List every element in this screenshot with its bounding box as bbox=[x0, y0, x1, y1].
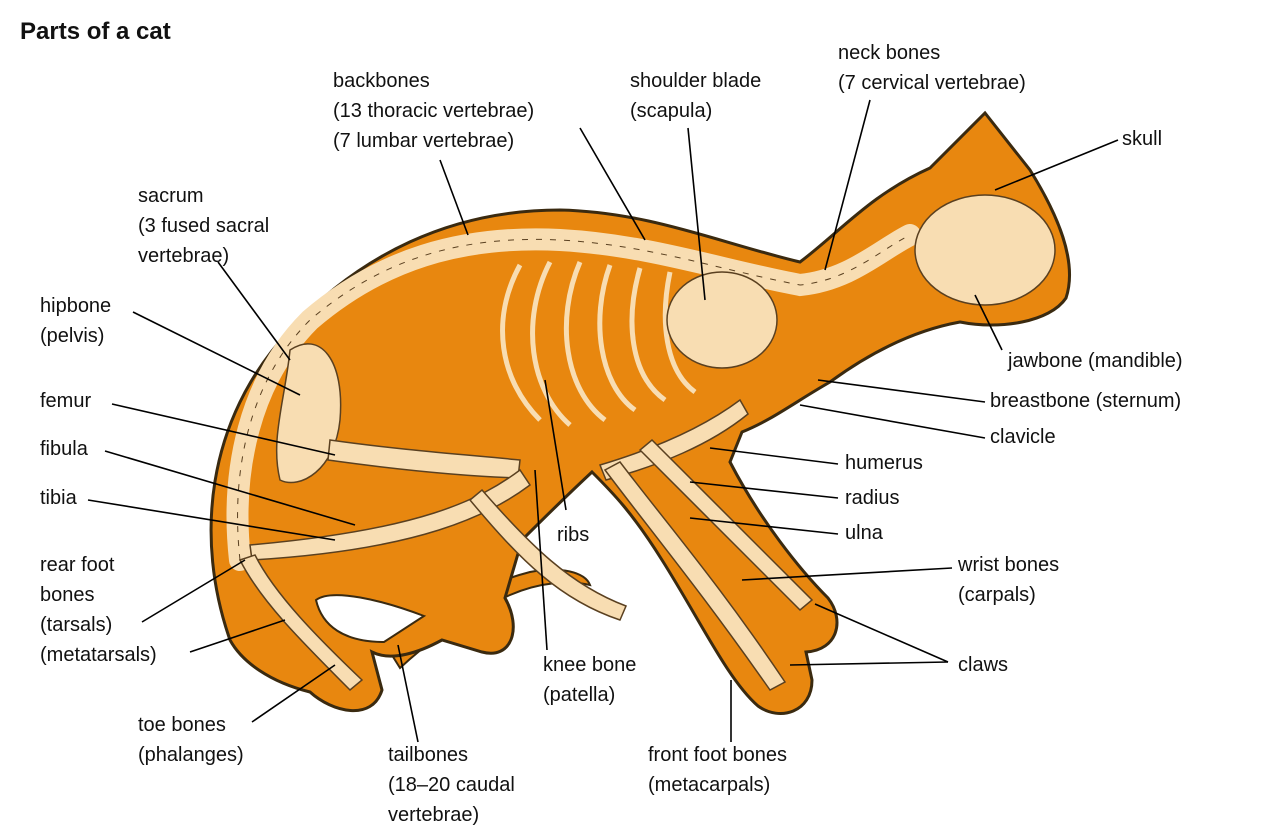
label-line: hipbone bbox=[40, 295, 112, 317]
label-line: femur bbox=[40, 390, 92, 412]
front-thigh bbox=[468, 488, 627, 621]
label-line: humerus bbox=[845, 452, 923, 474]
label-line: tibia bbox=[40, 487, 77, 509]
label-line: vertebrae) bbox=[388, 804, 480, 826]
label-line: toe bones bbox=[138, 714, 226, 736]
label-line: knee bone bbox=[543, 654, 637, 676]
humerus-bone bbox=[598, 398, 749, 481]
label-line: (carpals) bbox=[958, 584, 1036, 606]
label-neck-bones: neck bones (7 cervical vertebrae) bbox=[838, 38, 1026, 98]
label-claws: claws bbox=[958, 650, 1008, 680]
diagram-title: Parts of a cat bbox=[20, 18, 171, 45]
label-line: wrist bones bbox=[958, 554, 1060, 576]
ribs-bones bbox=[500, 260, 697, 427]
leg-gap bbox=[314, 594, 427, 644]
label-radius: radius bbox=[845, 483, 899, 513]
label-fibula: fibula bbox=[40, 434, 88, 464]
label-femur: femur bbox=[40, 386, 91, 416]
label-line: shoulder blade bbox=[630, 70, 762, 92]
label-breastbone: breastbone (sternum) bbox=[990, 386, 1181, 416]
label-humerus: humerus bbox=[845, 448, 923, 478]
label-backbones: backbones (13 thoracic vertebrae) (7 lumba… bbox=[333, 66, 534, 156]
label-toe-bones: toe bones (phalanges) bbox=[138, 710, 244, 770]
skull-bone bbox=[914, 194, 1056, 306]
label-tailbones: tailbones (18–20 caudal vertebrae) bbox=[388, 740, 515, 830]
label-front-foot-bones: front foot bones (metacarpals) bbox=[648, 740, 787, 800]
label-rear-foot-bones: rear foot bones (tarsals) (metatarsals) bbox=[40, 550, 157, 670]
label-line: ulna bbox=[845, 522, 883, 544]
label-line: (tarsals) bbox=[40, 614, 113, 636]
scapula-bone bbox=[666, 271, 778, 369]
label-line: (7 cervical vertebrae) bbox=[838, 72, 1026, 94]
label-hipbone: hipbone (pelvis) bbox=[40, 291, 111, 351]
forearm-bone bbox=[603, 461, 787, 691]
label-line: bones bbox=[40, 584, 95, 606]
label-sacrum: sacrum (3 fused sacral vertebrae) bbox=[138, 181, 269, 271]
label-line: (scapula) bbox=[630, 100, 713, 122]
label-jawbone: jawbone (mandible) bbox=[1008, 346, 1183, 376]
label-line: (7 lumbar vertebrae) bbox=[333, 130, 515, 152]
label-line: fibula bbox=[40, 438, 88, 460]
label-line: skull bbox=[1122, 128, 1163, 150]
label-line: (phalanges) bbox=[138, 744, 244, 766]
label-knee-bone: knee bone (patella) bbox=[543, 650, 636, 710]
label-line: jawbone (mandible) bbox=[1008, 350, 1183, 372]
label-line: vertebrae) bbox=[138, 245, 230, 267]
label-ribs: ribs bbox=[557, 520, 589, 550]
label-line: ribs bbox=[557, 524, 590, 546]
label-line: radius bbox=[845, 487, 900, 509]
label-line: (13 thoracic vertebrae) bbox=[333, 100, 535, 122]
label-line: tailbones bbox=[388, 744, 469, 766]
label-line: (metatarsals) bbox=[40, 644, 157, 666]
label-line: front foot bones bbox=[648, 744, 787, 766]
label-ulna: ulna bbox=[845, 518, 883, 548]
label-line: backbones bbox=[333, 70, 430, 92]
label-line: sacrum bbox=[138, 185, 204, 207]
label-line: clavicle bbox=[990, 426, 1056, 448]
label-clavicle: clavicle bbox=[990, 422, 1056, 452]
label-tibia: tibia bbox=[40, 483, 77, 513]
label-line: neck bones bbox=[838, 42, 941, 64]
label-line: (metacarpals) bbox=[648, 774, 771, 796]
pelvis-bone bbox=[275, 343, 342, 484]
label-line: claws bbox=[958, 654, 1009, 676]
label-line: (18–20 caudal bbox=[388, 774, 515, 796]
leader-lines bbox=[87, 99, 1119, 743]
rear-foot bbox=[238, 554, 364, 692]
label-line: (pelvis) bbox=[40, 325, 105, 347]
label-line: (patella) bbox=[543, 684, 616, 706]
label-line: rear foot bbox=[40, 554, 115, 576]
label-wrist-bones: wrist bones (carpals) bbox=[958, 550, 1059, 610]
label-line: (3 fused sacral bbox=[138, 215, 270, 237]
label-skull: skull bbox=[1122, 124, 1162, 154]
label-shoulder-blade: shoulder blade (scapula) bbox=[630, 66, 761, 126]
forearm-bone-2 bbox=[638, 438, 814, 612]
label-line: breastbone (sternum) bbox=[990, 390, 1182, 412]
